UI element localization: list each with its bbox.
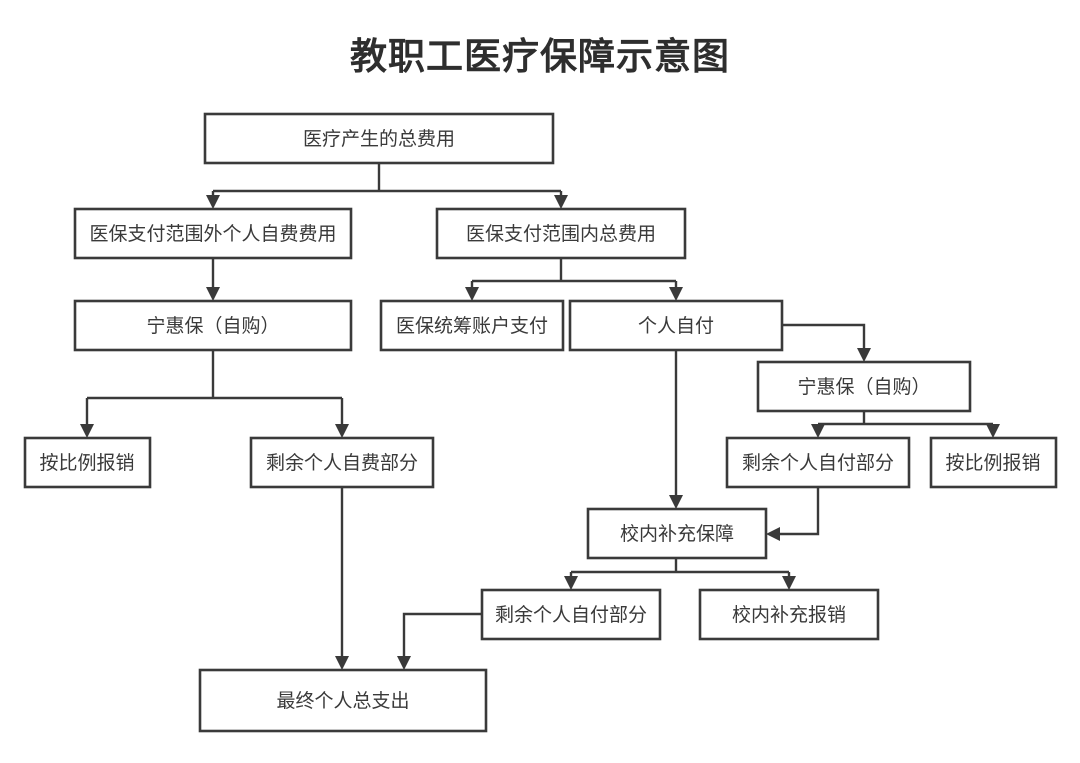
node-label: 按比例报销 <box>945 452 1040 474</box>
node-layer: 医疗产生的总费用 医保支付范围外个人自费费用 医保支付范围内总费用 宁惠保（自购… <box>23 112 1058 733</box>
arrowhead-ratio-right <box>986 424 1000 438</box>
node-label: 宁惠保（自购） <box>797 376 930 398</box>
node-campus-supply[interactable]: 校内补充保障 <box>586 507 768 560</box>
node-remain-self-pay-2[interactable]: 剩余个人自付部分 <box>480 588 662 641</box>
node-label: 个人自付 <box>638 315 714 337</box>
node-label: 校内补充报销 <box>732 604 846 626</box>
edge-remainselfpay1-campus-supply <box>772 487 820 536</box>
arrowhead-remain-self-cost <box>335 424 349 438</box>
node-total[interactable]: 医疗产生的总费用 <box>203 112 555 165</box>
arrowhead-ratio-left <box>80 424 94 438</box>
page-title: 教职工医疗保障示意图 <box>350 36 730 77</box>
arrowhead-self-pay <box>669 287 683 301</box>
node-label: 医保支付范围内总费用 <box>466 223 656 245</box>
arrowhead-campus-supply-top <box>669 495 683 509</box>
arrowhead-final-right <box>397 656 411 670</box>
arrowhead-out-of-scope <box>206 195 220 209</box>
node-label: 最终个人总支出 <box>276 690 409 712</box>
node-out-of-scope[interactable]: 医保支付范围外个人自费费用 <box>73 207 353 260</box>
edge-inscope-split <box>470 258 678 295</box>
node-campus-reimburse[interactable]: 校内补充报销 <box>698 588 880 641</box>
edge-selfpay-ninghuibao-right <box>782 323 866 356</box>
edge-remainselfpay2-final <box>402 612 482 664</box>
arrowhead-remain-self-pay1 <box>811 424 825 438</box>
node-label: 医保统筹账户支付 <box>396 315 548 337</box>
arrowhead-ninghuibao-left <box>206 287 220 301</box>
node-label: 剩余个人自费部分 <box>266 452 418 474</box>
arrowhead-ninghuibao-right <box>857 348 871 362</box>
arrowhead-in-scope <box>554 195 568 209</box>
node-ratio-right[interactable]: 按比例报销 <box>929 436 1058 489</box>
node-label: 校内补充保障 <box>620 523 734 545</box>
node-label: 剩余个人自付部分 <box>742 452 894 474</box>
node-label: 剩余个人自付部分 <box>495 604 647 626</box>
node-ratio-left[interactable]: 按比例报销 <box>23 436 152 489</box>
arrowhead-remain-self-pay2 <box>564 576 578 590</box>
edge-total-split <box>211 163 563 203</box>
node-self-pay[interactable]: 个人自付 <box>568 299 784 352</box>
node-final-total[interactable]: 最终个人总支出 <box>198 668 488 733</box>
arrowhead-pool-account <box>465 287 479 301</box>
node-in-scope[interactable]: 医保支付范围内总费用 <box>435 207 687 260</box>
edge-campus-supply-split <box>569 558 791 584</box>
node-label: 按比例报销 <box>39 452 134 474</box>
arrowhead-final-left <box>335 656 349 670</box>
arrowhead-campus-reimburse <box>782 576 796 590</box>
node-label: 宁惠保（自购） <box>146 315 279 337</box>
edge-ninghuibao-left-split <box>85 350 344 432</box>
arrowhead-campus-supply-right <box>766 527 780 541</box>
node-label: 医疗产生的总费用 <box>303 128 455 150</box>
connector-layer <box>80 163 1000 670</box>
node-ninghuibao-left[interactable]: 宁惠保（自购） <box>73 299 353 352</box>
node-label: 医保支付范围外个人自费费用 <box>89 223 336 245</box>
edge-ninghuibao-right-split <box>816 411 995 432</box>
node-remain-self-pay-1[interactable]: 剩余个人自付部分 <box>725 436 911 489</box>
node-remain-self-cost[interactable]: 剩余个人自费部分 <box>249 436 435 489</box>
node-ninghuibao-right[interactable]: 宁惠保（自购） <box>756 360 972 413</box>
node-pool-account[interactable]: 医保统筹账户支付 <box>379 299 565 352</box>
